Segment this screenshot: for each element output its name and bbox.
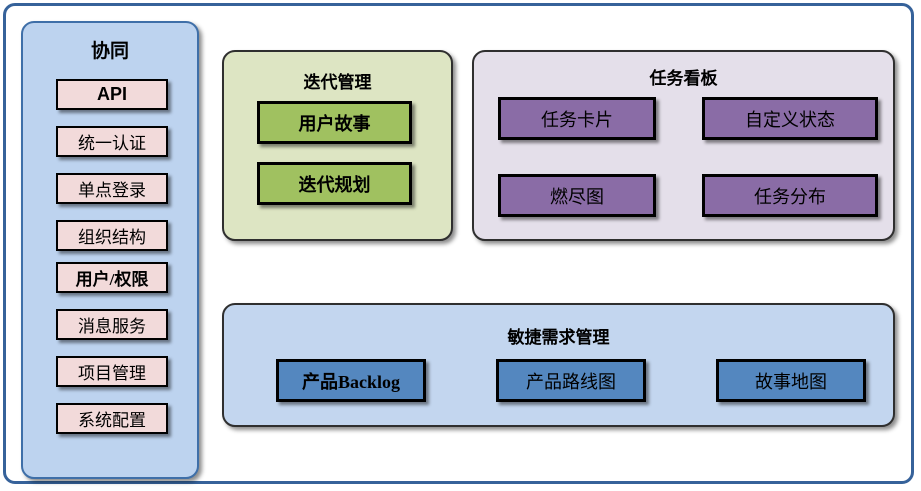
sidebar-item-message-service[interactable]: 消息服务 — [56, 309, 168, 340]
agile-requirements-title: 敏捷需求管理 — [507, 328, 610, 347]
taskboard-card-task-card[interactable]: 任务卡片 — [498, 97, 656, 140]
sidebar-item-project-management[interactable]: 项目管理 — [56, 356, 168, 387]
taskboard-card-burndown-chart[interactable]: 燃尽图 — [498, 174, 656, 217]
sidebar-item-system-config[interactable]: 系统配置 — [56, 403, 168, 434]
iteration-card-iteration-planning[interactable]: 迭代规划 — [257, 162, 412, 205]
iteration-management-panel: 迭代管理 用户故事 迭代规划 — [222, 50, 453, 241]
iteration-card-user-story[interactable]: 用户故事 — [257, 101, 412, 144]
taskboard-panel: 任务看板 任务卡片 自定义状态 燃尽图 任务分布 — [472, 50, 895, 241]
agile-card-story-map[interactable]: 故事地图 — [716, 359, 866, 402]
taskboard-card-task-distribution[interactable]: 任务分布 — [702, 174, 878, 217]
agile-card-product-backlog[interactable]: 产品Backlog — [276, 359, 426, 402]
sidebar-item-org-structure[interactable]: 组织结构 — [56, 220, 168, 251]
sidebar-item-api[interactable]: API — [56, 79, 168, 110]
iteration-management-title: 迭代管理 — [303, 73, 372, 92]
diagram-frame: 协同 API 统一认证 单点登录 组织结构 用户/权限 消息服务 项目管理 系统… — [3, 3, 914, 484]
taskboard-title: 任务看板 — [649, 69, 718, 88]
collaboration-panel-title: 协同 — [90, 41, 129, 62]
agile-requirements-panel: 敏捷需求管理 产品Backlog 产品路线图 故事地图 — [222, 303, 895, 427]
sidebar-item-user-permissions[interactable]: 用户/权限 — [56, 262, 168, 293]
sidebar-item-single-sign-on[interactable]: 单点登录 — [56, 173, 168, 204]
agile-card-product-roadmap[interactable]: 产品路线图 — [496, 359, 646, 402]
taskboard-card-custom-status[interactable]: 自定义状态 — [702, 97, 878, 140]
collaboration-panel: 协同 API 统一认证 单点登录 组织结构 用户/权限 消息服务 项目管理 系统… — [21, 21, 199, 479]
sidebar-item-unified-auth[interactable]: 统一认证 — [56, 126, 168, 157]
